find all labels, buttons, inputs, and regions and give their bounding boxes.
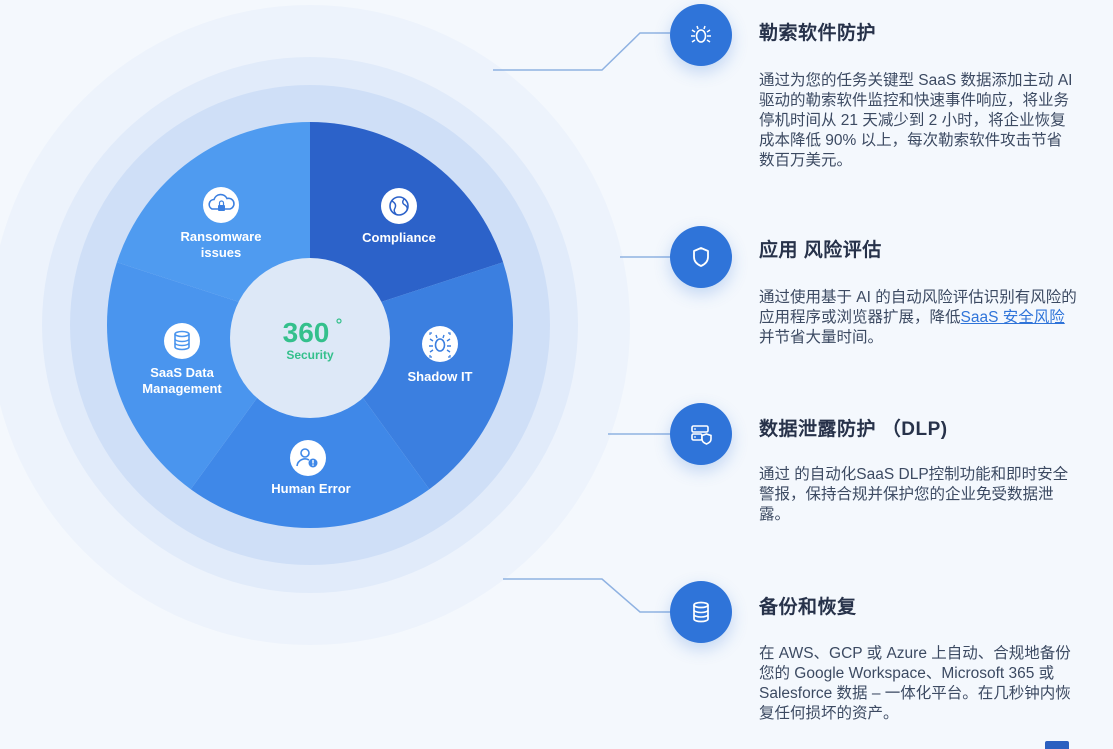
bug-icon: [422, 326, 458, 362]
segment-label-ransomware: Ransomware issues: [181, 229, 262, 260]
compliance-globe-icon: [381, 188, 417, 224]
segment-label-line: SaaS Data: [150, 365, 214, 380]
feature-title: 数据泄露防护 （DLP): [759, 419, 948, 440]
user-alert-icon: [290, 440, 326, 476]
feature-description: 通过 的自动化SaaS DLP控制功能和即时安全警报，保持合规并保护您的企业免受…: [759, 466, 1069, 523]
center-circle: [230, 258, 390, 418]
feature-title: 勒索软件防护: [759, 23, 877, 44]
saas-security-risk-link[interactable]: SaaS 安全风险: [960, 309, 1065, 326]
feature-icon-circle: [670, 403, 732, 465]
segment-label-line: Ransomware: [181, 229, 262, 244]
degree-mark: [336, 318, 342, 324]
wheel-segment-human-error: [190, 325, 430, 528]
feature-icon-circle: [670, 226, 732, 288]
feature-app-risk-assessment: 应用 风险评估 通过使用基于 AI 的自动风险评估识别有风险的应用程序或浏览器扩…: [670, 226, 1090, 356]
connector-line-backup: [503, 578, 670, 613]
segment-label-saas-data: SaaS Data Management: [142, 365, 222, 396]
feature-title: 应用 风险评估: [759, 240, 882, 261]
feature-description: 在 AWS、GCP 或 Azure 上自动、合规地备份您的 Google Wor…: [759, 645, 1071, 722]
feature-description-text-after: 并节省大量时间。: [759, 329, 884, 346]
segment-label-shadow-it: Shadow IT: [408, 369, 473, 384]
segment-label-compliance: Compliance: [362, 230, 436, 245]
connector-line-ransomware: [493, 32, 670, 71]
shield-icon: [693, 247, 709, 267]
server-shield-icon: [691, 425, 712, 445]
feature-dlp: 数据泄露防护 （DLP) 通过 的自动化SaaS DLP控制功能和即时安全警报，…: [670, 403, 1090, 533]
feature-backup-recovery: 备份和恢复 在 AWS、GCP 或 Azure 上自动、合规地备份您的 Goog…: [670, 581, 1090, 746]
center-number: 360: [283, 317, 330, 348]
bug-icon: [691, 25, 711, 43]
scroll-to-top-button-edge[interactable]: [1045, 741, 1069, 749]
segment-label-line: issues: [201, 245, 241, 260]
database-icon: [164, 323, 200, 359]
feature-title: 备份和恢复: [759, 597, 857, 618]
feature-ransomware-protection: 勒索软件防护 通过为您的任务关键型 SaaS 数据添加主动 AI 驱动的勒索软件…: [670, 4, 1090, 174]
feature-description-text: 通过使用基于 AI 的自动风险评估识别有风险的应用程序或浏览器扩展，降低: [759, 289, 1077, 326]
feature-description: 通过为您的任务关键型 SaaS 数据添加主动 AI 驱动的勒索软件监控和快速事件…: [759, 72, 1073, 169]
cloud-lock-icon: [203, 187, 239, 223]
segment-label-line: Management: [142, 381, 222, 396]
feature-icon-circle: [670, 581, 732, 643]
segment-label-human-error: Human Error: [271, 481, 350, 496]
center-label: Security: [286, 348, 334, 362]
database-icon: [693, 601, 709, 623]
feature-description: 通过使用基于 AI 的自动风险评估识别有风险的应用程序或浏览器扩展，降低SaaS…: [759, 288, 1077, 348]
feature-icon-circle: [670, 4, 732, 66]
